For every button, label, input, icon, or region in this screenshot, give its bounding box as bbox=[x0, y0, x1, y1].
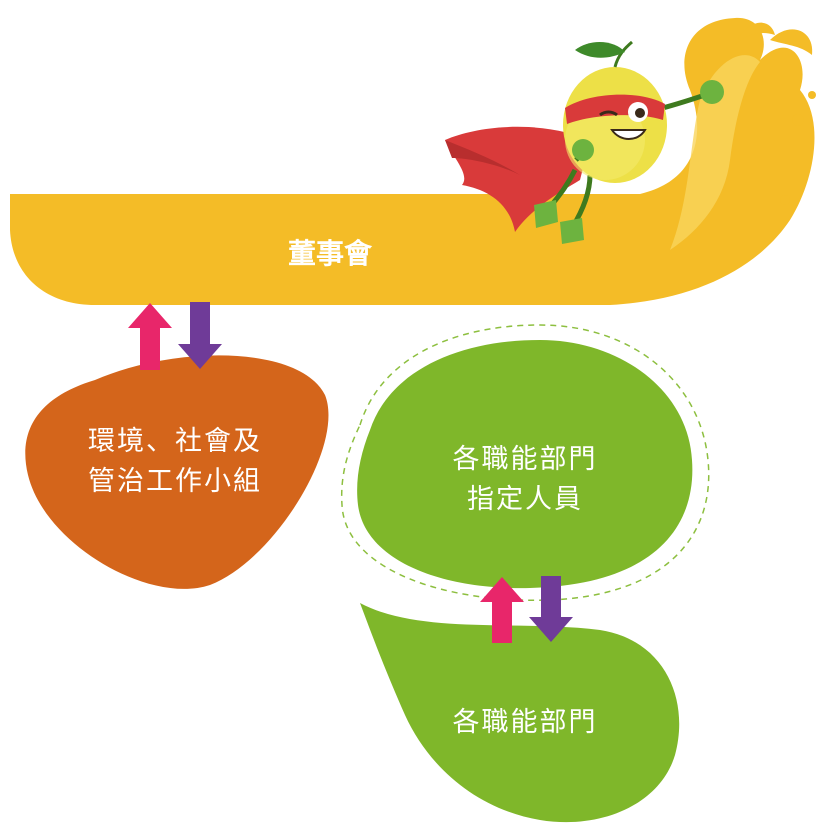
designated-staff-shape bbox=[357, 340, 693, 589]
departments-label: 各職能部門 bbox=[452, 707, 598, 738]
dept-down-arrow bbox=[529, 576, 573, 642]
dept-up-arrow bbox=[480, 577, 524, 643]
lemon-superhero-icon bbox=[445, 40, 724, 244]
board-label: 董事會 bbox=[287, 237, 372, 270]
esg-group-label-line1: 環境、社會及 bbox=[88, 426, 262, 457]
esg-down-arrow bbox=[178, 302, 222, 369]
esg-group-label: 環境、社會及 管治工作小組 bbox=[40, 422, 310, 502]
designated-staff-outline bbox=[340, 324, 710, 601]
board-shape bbox=[10, 17, 816, 306]
designated-staff-label-line2: 指定人員 bbox=[467, 484, 583, 515]
designated-staff-label-line1: 各職能部門 bbox=[452, 444, 598, 475]
esg-up-arrow bbox=[128, 303, 172, 370]
esg-group-label-line2: 管治工作小組 bbox=[88, 466, 262, 497]
departments-shape bbox=[360, 603, 680, 823]
esg-group-shape bbox=[25, 355, 329, 589]
designated-staff-label: 各職能部門 指定人員 bbox=[390, 440, 660, 520]
